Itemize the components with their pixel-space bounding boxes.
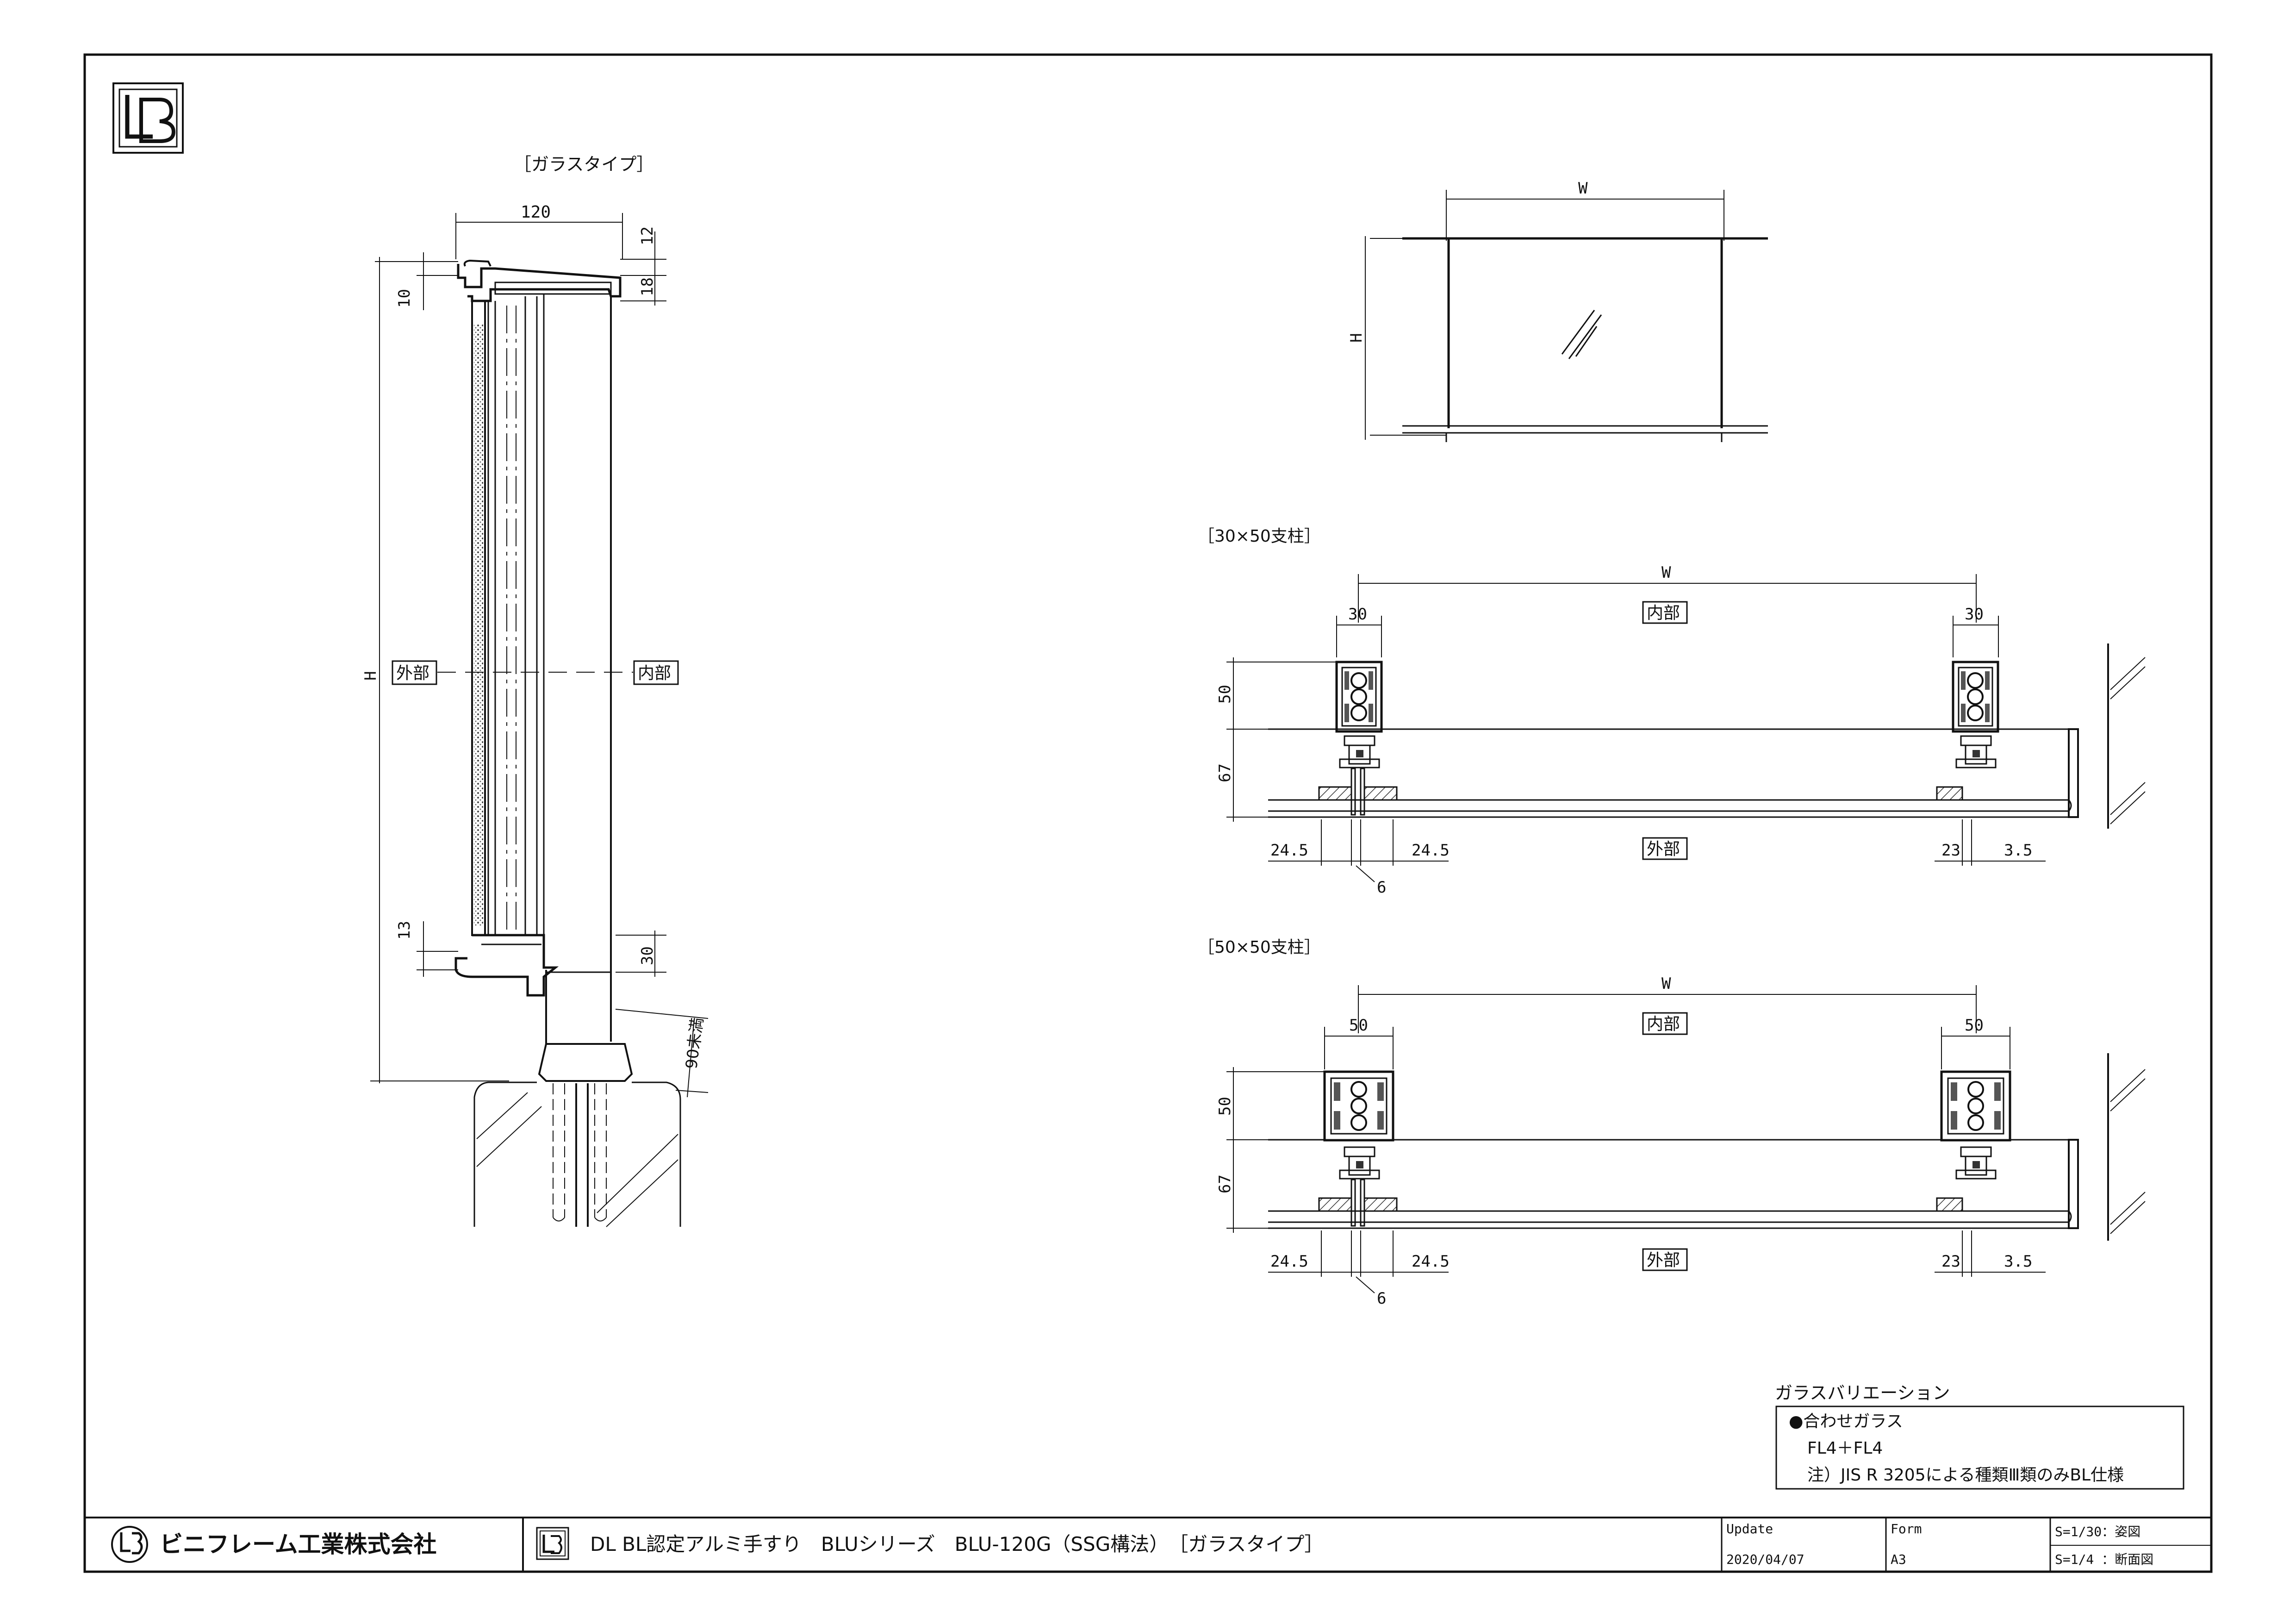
dim-10: 10 — [395, 289, 414, 308]
side-section-view: ［ガラスタイプ］ 120 12 18 10 H — [361, 154, 709, 1227]
plan30-dim-post-right: 30 — [1965, 605, 1984, 624]
glass-variation-note: 注）JIS R 3205による種類Ⅲ類のみBL仕様 — [1807, 1466, 2124, 1485]
glass-variation-spec: FL4＋FL4 — [1807, 1439, 1883, 1458]
bottom-rail — [454, 934, 559, 997]
outside-label: 外部 — [396, 664, 429, 683]
post-profile-left-30 — [1335, 661, 1383, 733]
lb-logo-small-icon — [536, 1527, 569, 1560]
glass-variation: ガラスバリエーション ●合わせガラス FL4＋FL4 注）JIS R 3205に… — [1775, 1383, 2184, 1490]
company-logo-icon — [111, 1526, 148, 1563]
glass-variation-title: ガラスバリエーション — [1775, 1383, 1950, 1403]
plan50-dim-245-right: 24.5 — [1412, 1252, 1450, 1271]
dim-18: 18 — [638, 277, 657, 296]
plan50-dim-245-left: 24.5 — [1270, 1252, 1308, 1271]
plan30-outside: 外部 — [1647, 840, 1680, 859]
form-label: Form — [1891, 1521, 1922, 1537]
bracket-right-30 — [1955, 735, 1997, 768]
plan30-dim-6: 6 — [1377, 878, 1386, 897]
company-name: ビニフレーム工業株式会社 — [160, 1531, 437, 1558]
plan50-dim-post-left: 50 — [1349, 1016, 1368, 1035]
plan50-inside: 内部 — [1647, 1015, 1680, 1034]
plan30-dim-245-left: 24.5 — [1270, 841, 1308, 860]
plan30-dim-67: 67 — [1216, 763, 1234, 782]
scale-section: S=1/4 ：断面図 — [2055, 1552, 2153, 1567]
side-view-label: ［ガラスタイプ］ — [514, 154, 654, 175]
glass-variation-item: ●合わせガラス — [1789, 1412, 1903, 1431]
plan50-label: ［50×50支柱］ — [1198, 938, 1321, 957]
plan30-dim-w: W — [1661, 563, 1671, 582]
plan50-dim-67: 67 — [1216, 1174, 1234, 1193]
plan-30x50: ［30×50支柱］ W 内部 30 30 — [1198, 527, 2146, 897]
plan50-outside: 外部 — [1647, 1251, 1680, 1270]
bracket-right-50 — [1955, 1146, 1997, 1180]
post-profile-right-30 — [1952, 661, 1999, 733]
dim-13: 13 — [395, 921, 414, 940]
post-profile-left-50 — [1323, 1070, 1394, 1142]
elev-dim-w: W — [1578, 179, 1588, 198]
bracket-left-30 — [1339, 735, 1380, 768]
update-label: Update — [1726, 1521, 1773, 1537]
title-block: ビニフレーム工業株式会社 DL BL認定アルミ手すり BLUシリーズ BLU-1… — [85, 1517, 2211, 1572]
dim-120: 120 — [521, 203, 551, 222]
post-profile-right-50 — [1940, 1070, 2011, 1142]
plan30-dim-post-left: 30 — [1348, 605, 1367, 624]
concrete-slab — [473, 1081, 537, 1227]
inside-label: 内部 — [638, 664, 671, 683]
plan30-dim-35: 3.5 — [2004, 841, 2032, 860]
plan50-dim-35: 3.5 — [2004, 1252, 2032, 1271]
scale-elevation: S=1/30：姿図 — [2055, 1524, 2140, 1539]
plan30-dim-245-right: 24.5 — [1412, 841, 1450, 860]
bracket-left-50 — [1339, 1146, 1380, 1180]
elevation-view: W H — [1347, 179, 1768, 442]
drawing-title: DL BL認定アルミ手すり BLUシリーズ BLU-120G（SSG構法） ［ガ… — [590, 1533, 1324, 1555]
plan30-label: ［30×50支柱］ — [1198, 527, 1321, 546]
plan50-dim-post-right: 50 — [1965, 1016, 1984, 1035]
dim-30-bottom: 30 — [638, 946, 657, 965]
elev-dim-h: H — [1347, 333, 1366, 343]
plan-50x50: ［50×50支柱］ W 内部 50 50 — [1198, 938, 2146, 1308]
plan50-dim-w: W — [1661, 974, 1671, 993]
sheet-border — [83, 53, 2213, 1573]
plan30-inside: 内部 — [1647, 604, 1680, 623]
plan50-dim-6: 6 — [1377, 1289, 1386, 1308]
plan30-dim-50: 50 — [1216, 685, 1234, 704]
dim-90-less: 90未満 — [682, 1017, 707, 1070]
dim-h: H — [361, 671, 380, 681]
plan50-dim-23: 23 — [1941, 1252, 1960, 1271]
plan50-dim-50: 50 — [1216, 1097, 1234, 1116]
form-value: A3 — [1891, 1552, 1906, 1567]
plan30-dim-23: 23 — [1941, 841, 1960, 860]
lb-logo-icon — [112, 82, 184, 154]
dim-12: 12 — [638, 226, 657, 245]
update-value: 2020/04/07 — [1726, 1552, 1804, 1567]
